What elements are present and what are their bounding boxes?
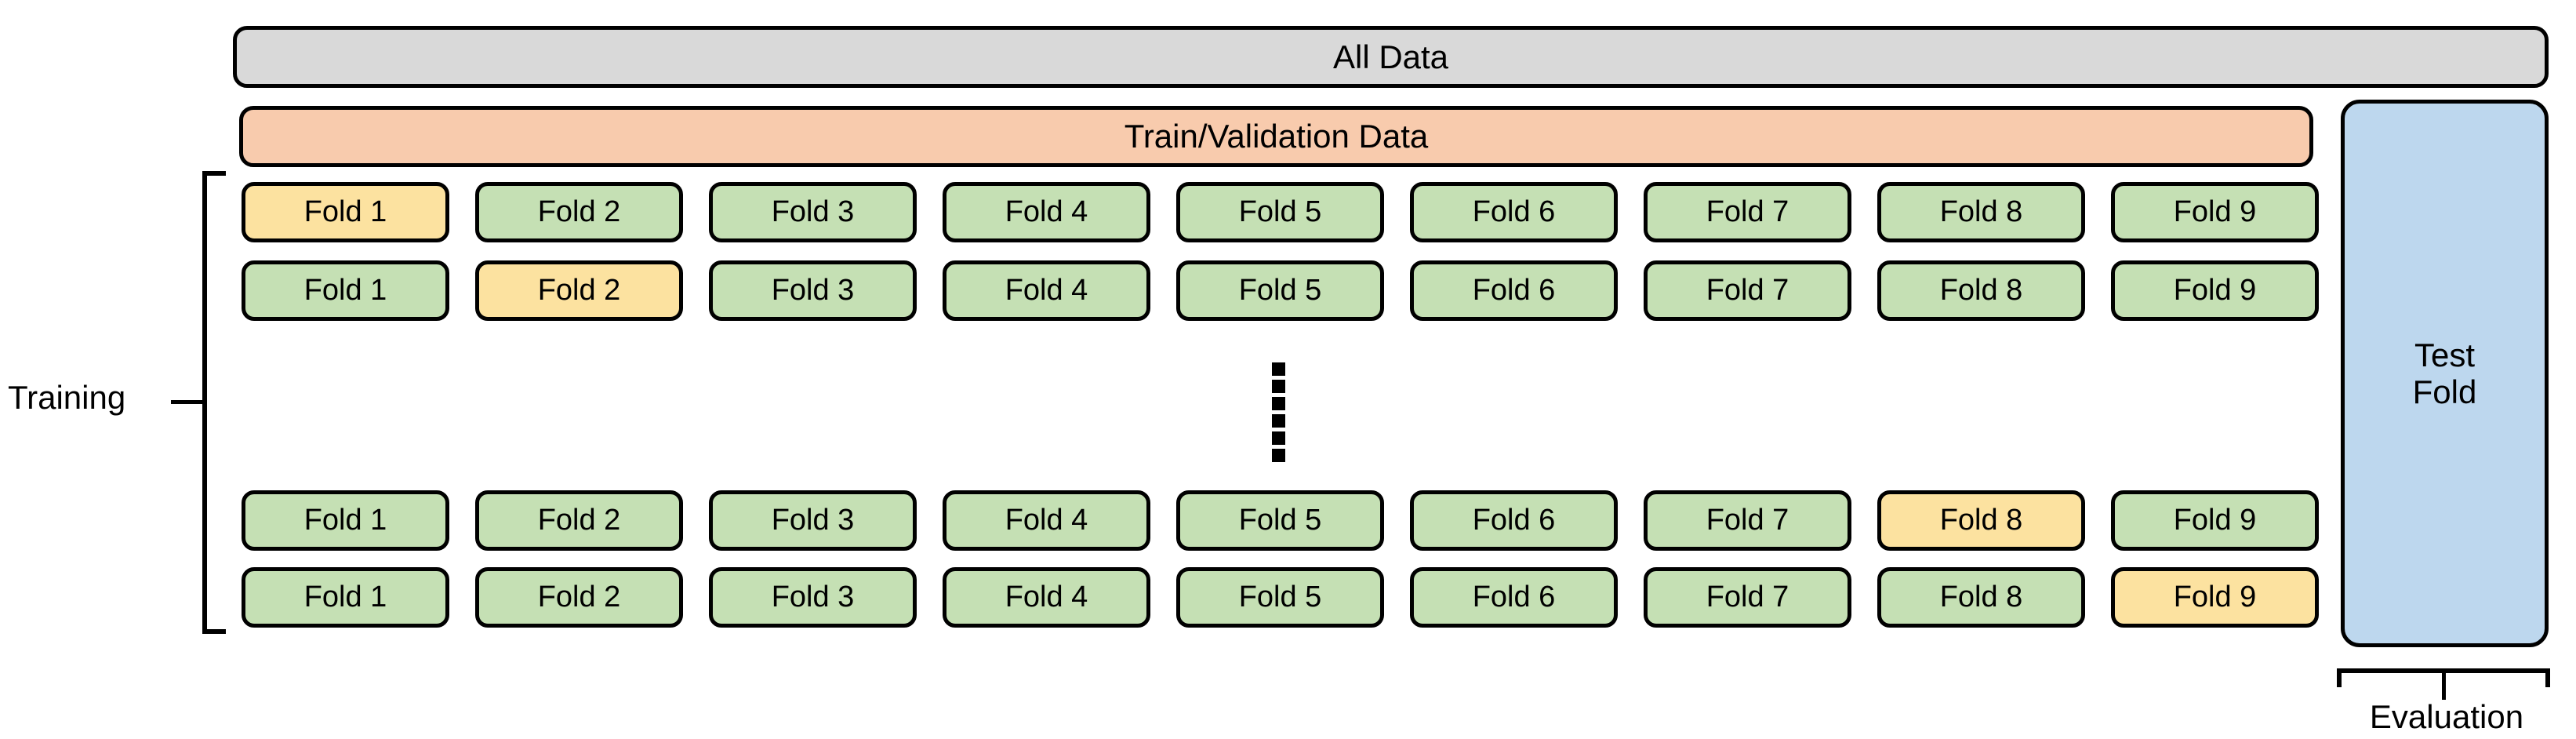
- fold-box: Fold 6: [1410, 490, 1618, 551]
- fold-box: Fold 1: [242, 490, 449, 551]
- training-bracket: [202, 171, 227, 634]
- fold-box: Fold 4: [943, 567, 1150, 628]
- evaluation-bracket-tick: [2442, 668, 2446, 700]
- fold-box: Fold 3: [709, 182, 917, 242]
- fold-box: Fold 5: [1176, 490, 1384, 551]
- train-validation-data-bar: Train/Validation Data: [239, 106, 2313, 167]
- evaluation-label: Evaluation: [2369, 698, 2524, 735]
- ellipsis-dot: [1272, 431, 1285, 445]
- evaluation-bracket-arm-left: [2337, 668, 2342, 687]
- fold-box: Fold 2: [475, 567, 683, 628]
- fold-box: Fold 5: [1176, 182, 1384, 242]
- fold-box: Fold 3: [709, 490, 917, 551]
- fold-box: Fold 8: [1877, 567, 2085, 628]
- fold-box: Fold 8: [1877, 490, 2085, 551]
- training-bracket-tick: [171, 400, 205, 404]
- ellipsis-dot: [1272, 362, 1285, 376]
- fold-box: Fold 3: [709, 260, 917, 321]
- all-data-bar: All Data: [233, 26, 2549, 88]
- ellipsis-dot: [1272, 414, 1285, 428]
- fold-box: Fold 7: [1644, 567, 1851, 628]
- fold-box: Fold 6: [1410, 182, 1618, 242]
- test-fold-box: Test Fold: [2341, 100, 2549, 647]
- fold-box: Fold 4: [943, 260, 1150, 321]
- vertical-ellipsis-icon: [1272, 362, 1285, 462]
- fold-box: Fold 1: [242, 260, 449, 321]
- fold-box: Fold 2: [475, 490, 683, 551]
- fold-box: Fold 9: [2111, 182, 2319, 242]
- fold-box: Fold 2: [475, 260, 683, 321]
- fold-box: Fold 2: [475, 182, 683, 242]
- training-bracket-arm-bottom: [202, 629, 226, 634]
- fold-box: Fold 4: [943, 490, 1150, 551]
- fold-box: Fold 9: [2111, 567, 2319, 628]
- fold-box: Fold 9: [2111, 490, 2319, 551]
- fold-box: Fold 7: [1644, 260, 1851, 321]
- ellipsis-dot: [1272, 397, 1285, 410]
- fold-box: Fold 1: [242, 567, 449, 628]
- fold-box: Fold 5: [1176, 260, 1384, 321]
- evaluation-bracket-arm-right: [2545, 668, 2550, 687]
- fold-box: Fold 7: [1644, 182, 1851, 242]
- fold-box: Fold 8: [1877, 182, 2085, 242]
- fold-box: Fold 7: [1644, 490, 1851, 551]
- fold-box: Fold 4: [943, 182, 1150, 242]
- training-label: Training: [8, 379, 126, 416]
- ellipsis-dot: [1272, 449, 1285, 462]
- fold-box: Fold 6: [1410, 567, 1618, 628]
- fold-box: Fold 6: [1410, 260, 1618, 321]
- fold-box: Fold 9: [2111, 260, 2319, 321]
- fold-box: Fold 8: [1877, 260, 2085, 321]
- fold-box: Fold 3: [709, 567, 917, 628]
- fold-box: Fold 5: [1176, 567, 1384, 628]
- ellipsis-dot: [1272, 380, 1285, 393]
- fold-box: Fold 1: [242, 182, 449, 242]
- training-bracket-arm-top: [202, 171, 226, 176]
